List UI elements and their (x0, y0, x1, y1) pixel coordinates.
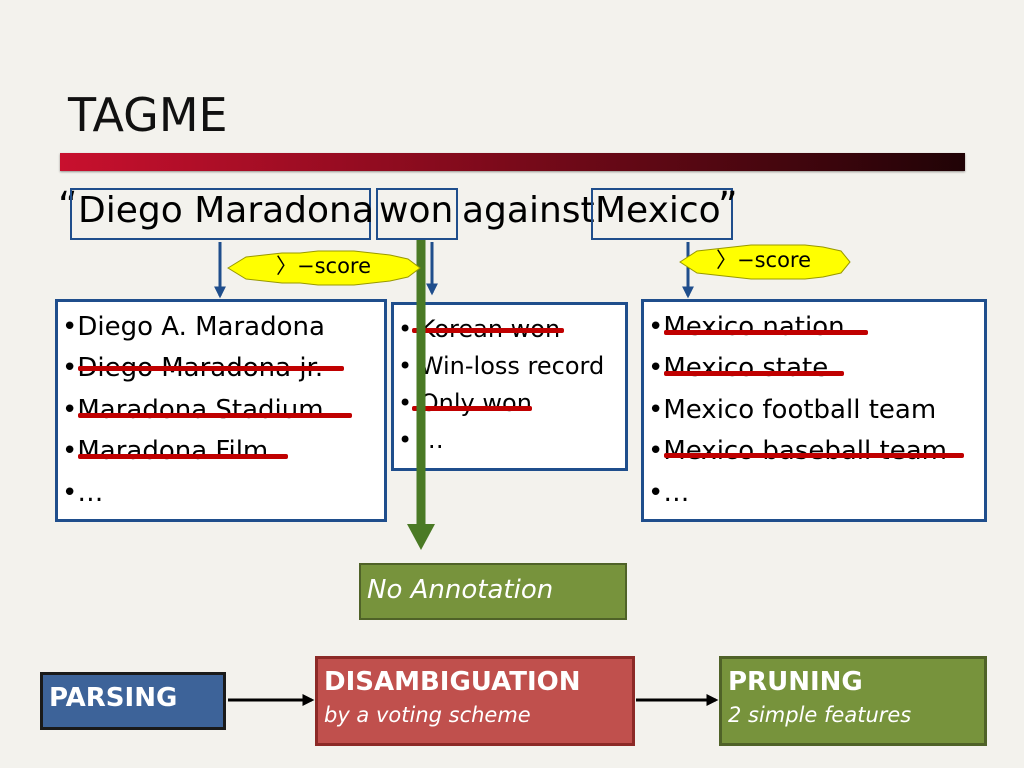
parsing-label: PARSING (49, 683, 178, 713)
mention-box-diego-maradona (70, 188, 371, 240)
mention-box-won (376, 188, 458, 240)
close-quote: ” (718, 184, 738, 228)
candidate-item: •Mexico baseball team (648, 436, 947, 466)
strike-line (412, 328, 564, 333)
candidate-item: • Only won (398, 389, 532, 417)
candidate-item: •… (648, 478, 690, 508)
strike-line (664, 330, 868, 335)
candidates-box-diego-maradona: •Diego A. Maradona •Diego Maradona jr. •… (55, 299, 387, 522)
candidate-item: • … (398, 426, 444, 454)
strike-line (412, 406, 532, 411)
strike-line (78, 454, 288, 459)
slide-title: TAGME (68, 88, 228, 142)
mention-diego-maradona: Diego Maradona (78, 190, 374, 231)
candidate-item: •Diego A. Maradona (62, 312, 325, 342)
parsing-box: PARSING (40, 672, 226, 730)
score-badge-left-label: 〉−score (276, 254, 372, 278)
pruning-subtitle: 2 simple features (728, 703, 912, 727)
open-quote: “ (58, 184, 78, 228)
strike-line (78, 413, 352, 418)
arrow-head-no-annotation (407, 524, 435, 550)
disambiguation-subtitle: by a voting scheme (324, 703, 531, 727)
candidate-item: •Maradona Film (62, 436, 269, 466)
strike-line (664, 453, 964, 458)
strike-line (78, 366, 344, 371)
candidate-item: • Win-loss record (398, 352, 605, 380)
mention-won: won (379, 190, 454, 231)
pruning-box: PRUNING 2 simple features (719, 656, 987, 746)
strike-line (664, 371, 844, 376)
candidate-item: •Mexico state (648, 353, 829, 383)
rho-symbol: 〉 (716, 248, 737, 272)
disambiguation-box: DISAMBIGUATION by a voting scheme (315, 656, 635, 746)
no-annotation-box: No Annotation (359, 563, 627, 620)
disambiguation-label: DISAMBIGUATION (324, 667, 581, 697)
candidate-item: •… (62, 478, 104, 508)
candidate-item: •Mexico nation (648, 312, 845, 342)
title-underline-bar (60, 153, 965, 171)
score-badge-right-label: 〉−score (716, 248, 812, 272)
candidate-item: •Maradona Stadium (62, 395, 324, 425)
pruning-label: PRUNING (728, 667, 863, 697)
mention-box-mexico (591, 188, 733, 240)
mention-mexico: Mexico (595, 190, 721, 231)
candidates-box-mexico: •Mexico nation •Mexico state •Mexico foo… (641, 299, 987, 522)
sentence-word-against: against (462, 190, 595, 231)
candidate-item: •Mexico football team (648, 395, 937, 425)
no-annotation-label: No Annotation (367, 575, 554, 605)
rho-symbol: 〉 (276, 254, 297, 278)
